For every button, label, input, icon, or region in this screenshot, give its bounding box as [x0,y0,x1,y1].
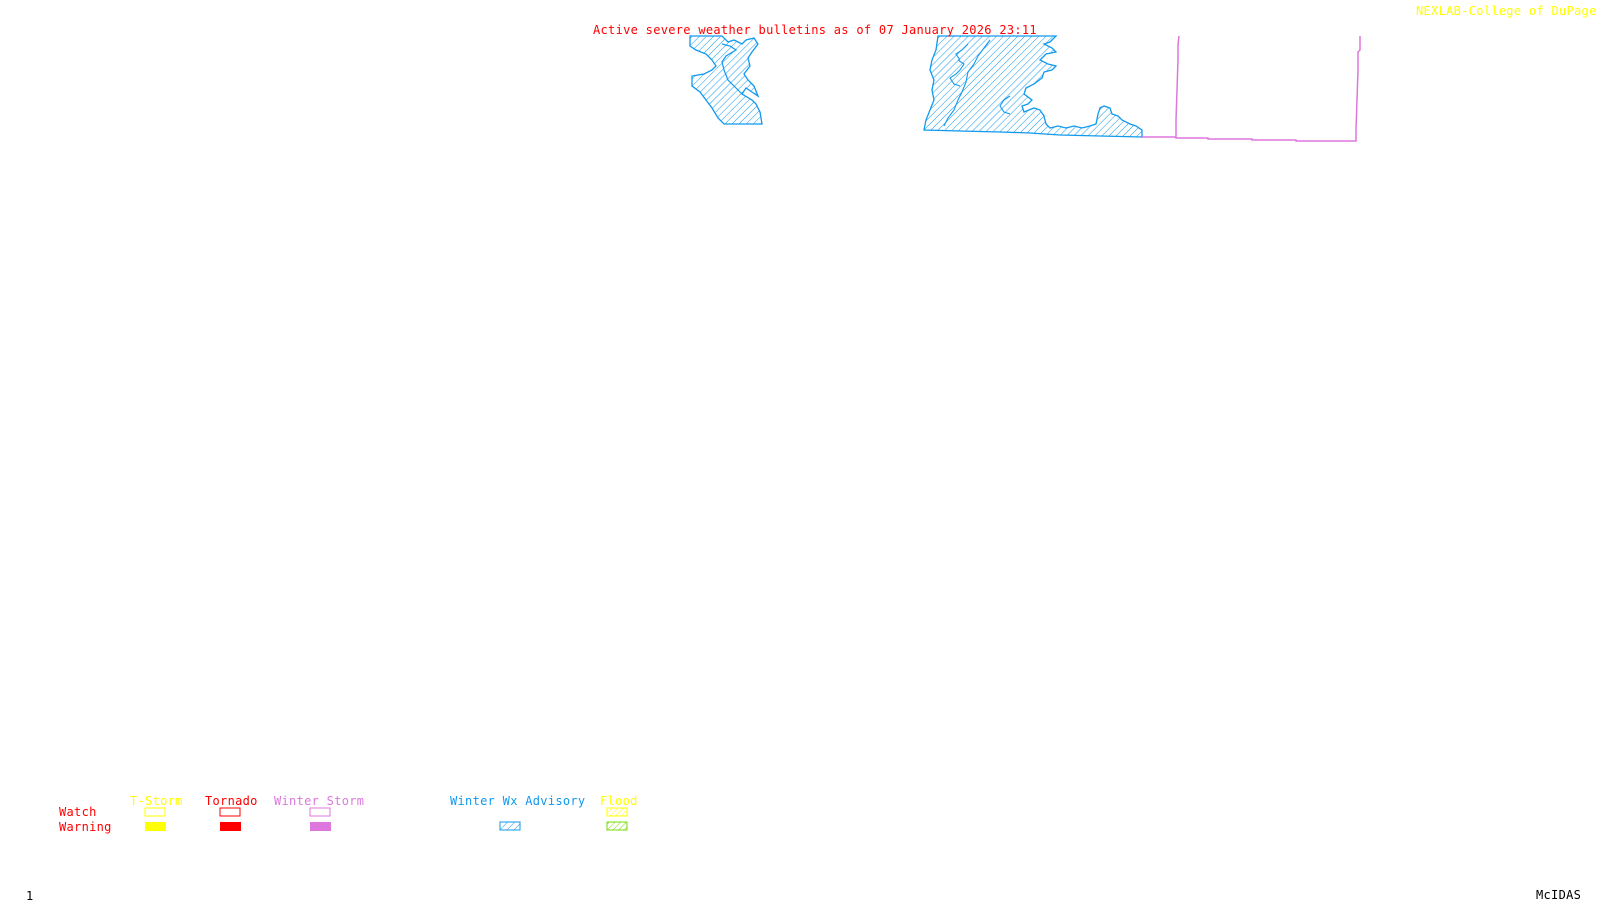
legend-tstorm-watch [144,807,166,817]
legend-col-tornado: Tornado [205,794,258,808]
software-label: McIDAS [1536,888,1582,902]
legend-advisory-warning [499,821,521,831]
legend-winterstorm-warning [310,822,331,831]
credit-label: NEXLAB-College of DuPage ⇱ [1416,5,1600,17]
advisory-region-west [689,35,763,125]
legend-tstorm-warning [145,822,166,831]
legend-tornado-warning [220,822,241,831]
legend-col-flood: Flood [600,794,638,808]
credit-text: NEXLAB-College of DuPage [1416,4,1597,18]
legend-flood-warning [606,821,628,831]
river-outline [721,43,743,95]
legend-col-tstorm: T-Storm [130,794,183,808]
winter-storm-boundary [1142,35,1361,142]
legend-col-winter-storm: Winter Storm [274,794,365,808]
page-title: Active severe weather bulletins as of 07… [593,23,1037,37]
legend-row-watch: Watch [59,805,97,819]
bay-outline [943,39,1011,127]
frame-number: 1 [26,889,34,903]
advisory-region-east [923,35,1143,138]
legend-winterstorm-watch [309,807,331,817]
legend-tornado-watch [219,807,241,817]
legend-flood-watch [606,807,628,817]
legend-row-warning: Warning [59,820,112,834]
legend-col-winter-advisory: Winter Wx Advisory [450,794,586,808]
